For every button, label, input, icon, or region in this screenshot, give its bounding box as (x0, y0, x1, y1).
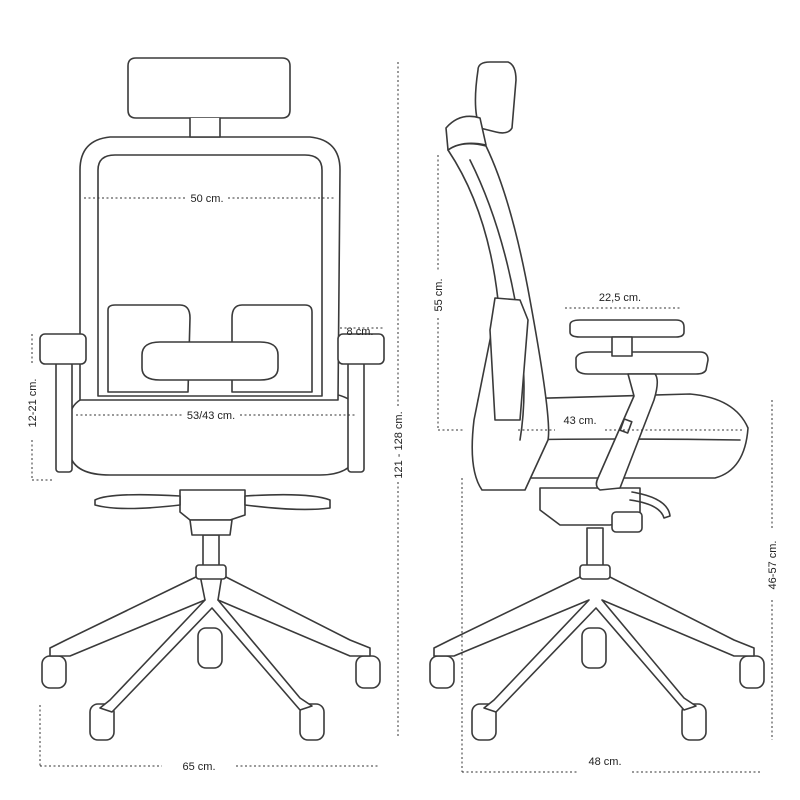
seat-depth-label: 43 cm. (563, 415, 596, 427)
front-dimension-labels: 50 cm. 8 cm. 53/43 cm. 12-21 cm. 121 - 1… (27, 193, 405, 773)
armrest-height-label: 12-21 cm. (27, 379, 39, 428)
side-armrest (569, 319, 709, 491)
base-width-label: 65 cm. (182, 761, 215, 773)
backrest-height-label: 55 cm. (433, 278, 445, 311)
side-star-base (433, 574, 755, 713)
seat-height-label: 46-57 cm. (767, 541, 779, 590)
base-depth-label: 48 cm. (588, 756, 621, 768)
seat-width-label: 53/43 cm. (187, 410, 235, 422)
side-dimension-lines (437, 155, 773, 773)
side-view: 55 cm. 22,5 cm. 43 cm. 46-57 cm. 48 cm. (429, 61, 779, 773)
front-dimension-lines (31, 62, 399, 767)
front-view: 50 cm. 8 cm. 53/43 cm. 12-21 cm. 121 - 1… (27, 57, 405, 773)
front-armrests (39, 333, 385, 473)
side-dimension-labels: 55 cm. 22,5 cm. 43 cm. 46-57 cm. 48 cm. (433, 278, 779, 768)
side-casters (429, 627, 765, 741)
total-height-label: 121 - 128 cm. (393, 411, 405, 478)
armpad-length-label: 22,5 cm. (599, 292, 641, 304)
armpad-width-label: 8 cm. (347, 326, 374, 338)
front-casters (41, 627, 381, 741)
front-headrest (127, 57, 291, 119)
front-seat (69, 391, 361, 476)
front-star-base (49, 574, 371, 713)
backrest-width-label: 50 cm. (190, 193, 223, 205)
front-mechanism (179, 489, 246, 521)
front-lumbar-support (141, 341, 279, 381)
